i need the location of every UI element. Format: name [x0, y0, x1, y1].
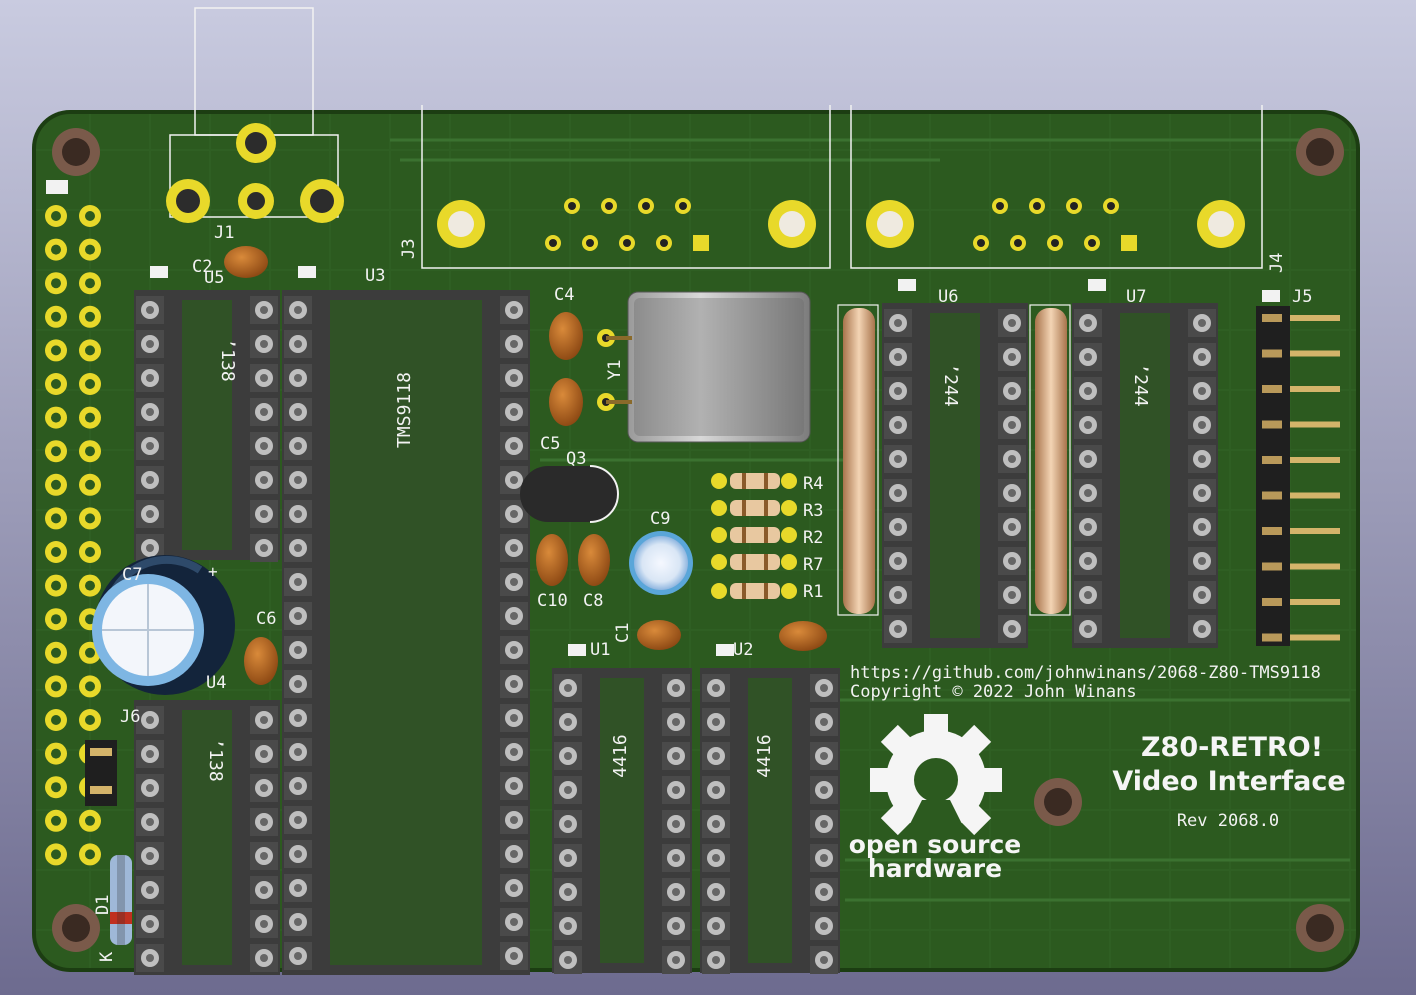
ceramic-capacitor	[637, 620, 681, 650]
ref-c5: C5	[540, 434, 560, 454]
ref-c4: C4	[554, 285, 574, 305]
chip-label-u4: ’138	[205, 738, 226, 781]
chip-label-u5: ’138	[217, 338, 238, 381]
ref-j5: J5	[1292, 287, 1312, 307]
header-j5	[1256, 306, 1290, 646]
chip-label-u1: 4416	[610, 734, 631, 777]
power-jack-j1	[166, 7, 344, 223]
board-title-line1: Z80-RETRO!	[1141, 732, 1323, 763]
db9-connector-j4	[850, 105, 1263, 269]
resistor	[730, 583, 780, 599]
ceramic-capacitor	[244, 637, 278, 685]
capacitor-c9	[629, 531, 693, 595]
mounting-holes	[52, 128, 1344, 952]
oshw-text-line2: hardware	[868, 854, 1002, 883]
ref-c9: C9	[650, 509, 670, 529]
resistors	[711, 473, 797, 599]
ref-j1: J1	[214, 223, 234, 243]
ref-r1: R1	[803, 582, 823, 602]
reference-designators: J1 C2 U5 U3 J3 C4 C5 Y1 Q3 C9 C10 C8 C1 …	[93, 223, 1312, 962]
ref-c7: C7	[122, 565, 142, 585]
ref-c8: C8	[583, 591, 603, 611]
board-title-line2: Video Interface	[1112, 766, 1345, 797]
ceramic-capacitor	[224, 246, 268, 278]
chip-label-u7: ’244	[1130, 363, 1151, 406]
chip-label-u6: ’244	[940, 363, 961, 406]
ceramic-capacitor	[779, 621, 827, 651]
db9-connector-j3	[421, 105, 831, 269]
ceramic-capacitor	[549, 312, 583, 360]
github-url: https://github.com/johnwinans/2068-Z80-T…	[850, 663, 1321, 683]
svg-text:+: +	[208, 562, 218, 581]
board-revision: Rev 2068.0	[1177, 811, 1279, 831]
ref-u4: U4	[206, 673, 226, 693]
ref-u6: U6	[938, 287, 958, 307]
chip-labels: ’138 ’138 TMS9118 4416 4416 ’244 ’244	[205, 338, 1151, 781]
ref-j4: J4	[1267, 253, 1287, 273]
resistor	[730, 473, 780, 489]
resistor	[730, 527, 780, 543]
resistor-packs	[837, 304, 1071, 616]
crystal-y1	[597, 291, 811, 443]
copyright-text: Copyright © 2022 John Winans	[850, 682, 1137, 702]
ref-c2: C2	[192, 257, 212, 277]
transistor-q3	[520, 465, 619, 523]
db9-pins	[545, 198, 1137, 251]
ceramic-capacitors	[224, 246, 827, 685]
chip-label-u2: 4416	[754, 734, 775, 777]
ceramic-capacitor	[536, 534, 568, 586]
oshw-text-line1: open source	[849, 830, 1022, 859]
ref-r7: R7	[803, 555, 823, 575]
ref-r2: R2	[803, 528, 823, 548]
header-pins-left	[45, 180, 117, 866]
ref-r4: R4	[803, 474, 823, 494]
ref-j3: J3	[399, 239, 419, 259]
ref-u7: U7	[1126, 287, 1146, 307]
capacitor-c7: +	[92, 555, 235, 695]
ceramic-capacitor	[549, 378, 583, 426]
chip-label-u3: TMS9118	[394, 372, 415, 448]
resistor	[730, 554, 780, 570]
ref-j6: J6	[120, 707, 140, 727]
ref-r3: R3	[803, 501, 823, 521]
ref-u3: U3	[365, 266, 385, 286]
ref-u2: U2	[733, 640, 753, 660]
ref-q3: Q3	[566, 449, 586, 469]
ref-y1: Y1	[605, 360, 625, 380]
ic-sockets	[134, 266, 1340, 975]
oshw-logo-icon	[870, 714, 1002, 840]
ceramic-capacitor	[578, 534, 610, 586]
ref-c6: C6	[256, 609, 276, 629]
diode-d1	[110, 855, 132, 945]
ref-u1: U1	[590, 640, 610, 660]
ref-u5: U5	[204, 268, 224, 288]
ref-c1: C1	[613, 623, 633, 643]
ref-k: K	[97, 951, 117, 962]
ref-d1: D1	[93, 895, 113, 915]
resistor	[730, 500, 780, 516]
ref-c10: C10	[537, 591, 568, 611]
